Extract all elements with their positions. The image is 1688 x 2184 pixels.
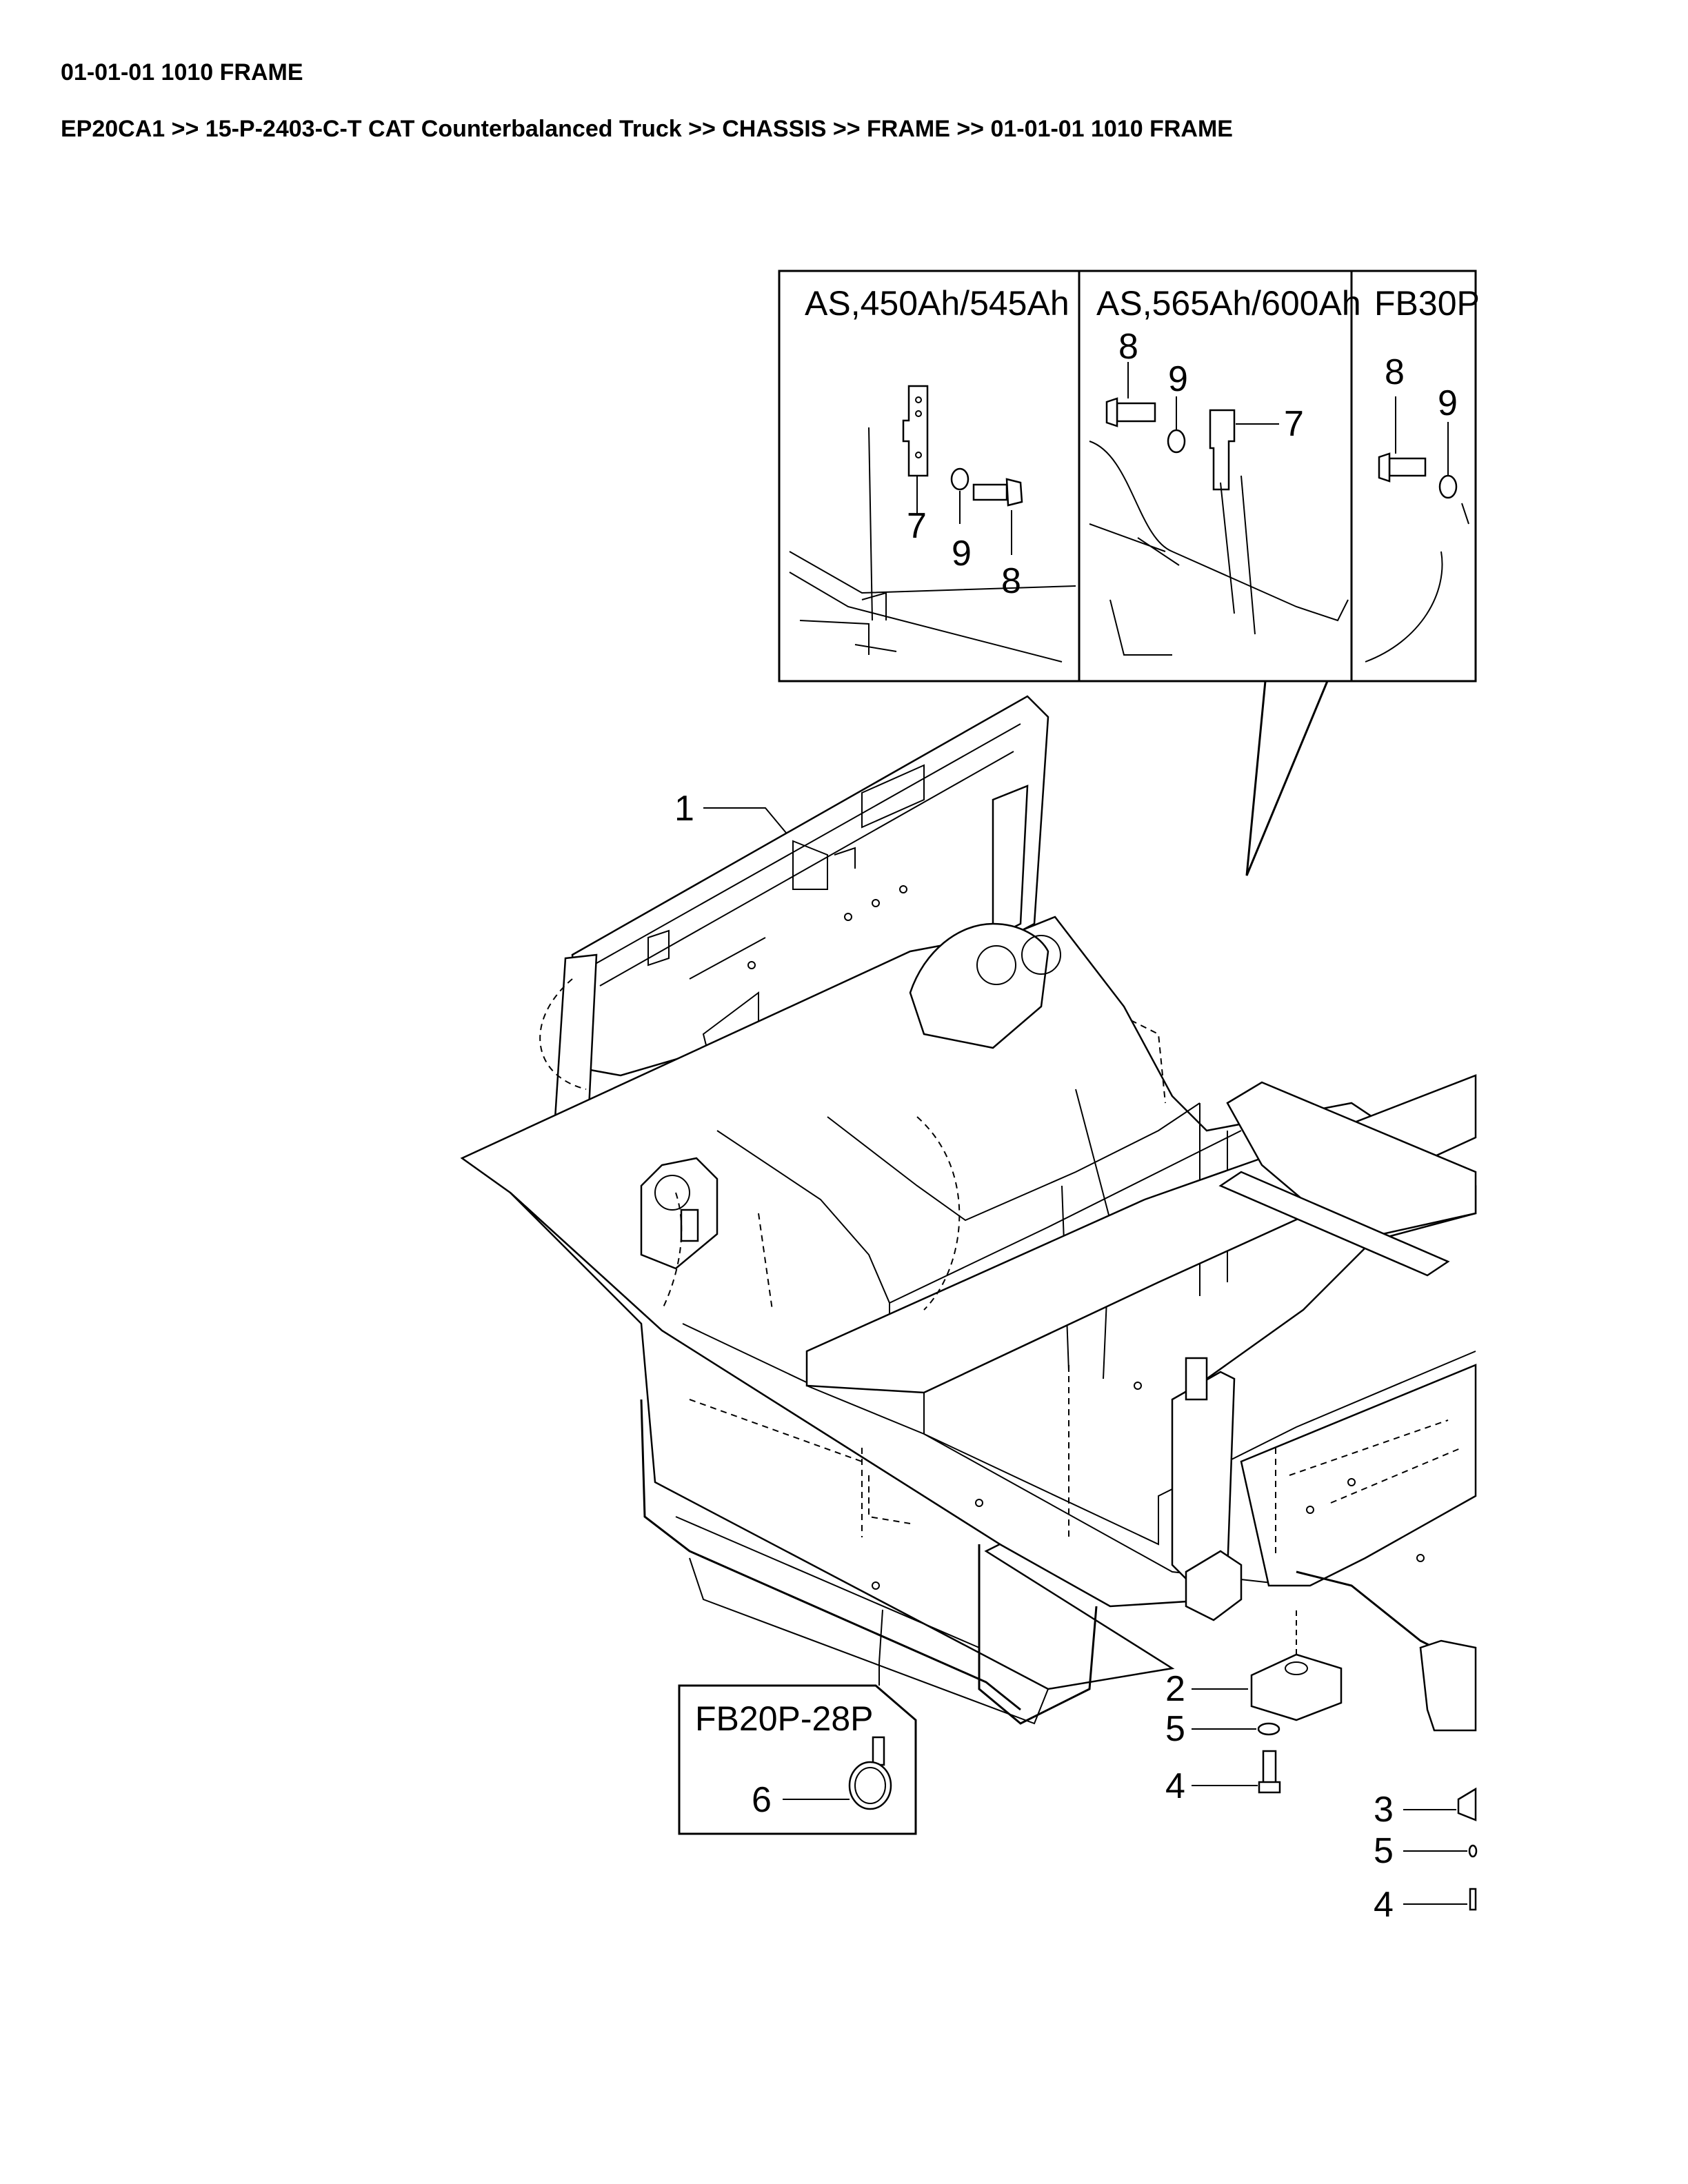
mount-pad bbox=[1185, 1550, 1243, 1621]
bolt-4b bbox=[1469, 1888, 1477, 1911]
callout-4b: 4 bbox=[1374, 1885, 1394, 1925]
callout-1: 1 bbox=[674, 789, 694, 829]
washer-part bbox=[1167, 429, 1186, 454]
washer-5 bbox=[1257, 1722, 1280, 1736]
panel-2-drawing bbox=[1089, 362, 1349, 656]
mount-block-3 bbox=[1457, 1787, 1477, 1821]
bolt-4 bbox=[1262, 1750, 1277, 1787]
right-foot bbox=[1419, 1639, 1477, 1732]
left-wall bbox=[510, 1192, 1175, 1690]
top-step bbox=[1218, 1171, 1450, 1277]
bolt-part bbox=[1116, 402, 1156, 423]
callout-9-panel-3: 9 bbox=[1438, 383, 1458, 423]
callout-8-panel-3: 8 bbox=[1385, 352, 1405, 392]
page-title: 01-01-01 1010 FRAME bbox=[61, 59, 303, 85]
mount-block-2 bbox=[1250, 1653, 1343, 1721]
callout-8-panel-1: 8 bbox=[1001, 561, 1021, 601]
bolt-part bbox=[972, 483, 1008, 501]
right-plate bbox=[1226, 1081, 1477, 1242]
panel-pointer bbox=[1245, 680, 1329, 876]
callout-2: 2 bbox=[1165, 1669, 1185, 1709]
variant-label-2: AS,565Ah/600Ah bbox=[1096, 284, 1361, 323]
washer-part bbox=[1438, 474, 1458, 499]
bolt-part bbox=[1388, 457, 1427, 477]
washer-part bbox=[950, 467, 969, 491]
leader-1 bbox=[703, 807, 787, 833]
clamp-bolt bbox=[872, 1736, 885, 1766]
variant-label-3: FB30P bbox=[1374, 284, 1480, 323]
callout-9-panel-1: 9 bbox=[952, 534, 972, 574]
hose-clamp bbox=[848, 1761, 892, 1810]
right-post bbox=[992, 785, 1029, 940]
callout-8-panel-2: 8 bbox=[1118, 327, 1138, 367]
callout-9-panel-2: 9 bbox=[1168, 359, 1188, 399]
lower-right-floor bbox=[1240, 1364, 1477, 1587]
breadcrumb: EP20CA1 >> 15-P-2403-C-T CAT Counterbala… bbox=[61, 116, 1233, 142]
variant-detail-panels: AS,450Ah/545Ah AS,565Ah/600Ah FB30P 7 9 … bbox=[778, 270, 1480, 876]
variant-panel-frame bbox=[778, 270, 1477, 682]
variant-label-1: AS,450Ah/545Ah bbox=[805, 284, 1069, 323]
pivot-boss-right bbox=[909, 922, 1049, 1049]
inset-label: FB20P-28P bbox=[695, 1699, 873, 1738]
callout-3: 3 bbox=[1374, 1790, 1394, 1830]
panel-3-drawing bbox=[1365, 396, 1469, 663]
bracket-part bbox=[1209, 409, 1236, 491]
fb20p-inset: FB20P-28P bbox=[678, 1609, 917, 1835]
callout-5: 5 bbox=[1165, 1709, 1185, 1749]
washer-5b bbox=[1468, 1844, 1478, 1858]
panel-1-drawing bbox=[789, 385, 1076, 663]
callout-4: 4 bbox=[1165, 1766, 1185, 1806]
main-frame-drawing bbox=[460, 695, 1477, 1732]
lower-mount-parts bbox=[1192, 1606, 1478, 1911]
callout-5b: 5 bbox=[1374, 1831, 1394, 1871]
callout-7-panel-2: 7 bbox=[1284, 404, 1304, 444]
callout-7-panel-1: 7 bbox=[907, 506, 927, 546]
callout-6: 6 bbox=[752, 1780, 772, 1820]
